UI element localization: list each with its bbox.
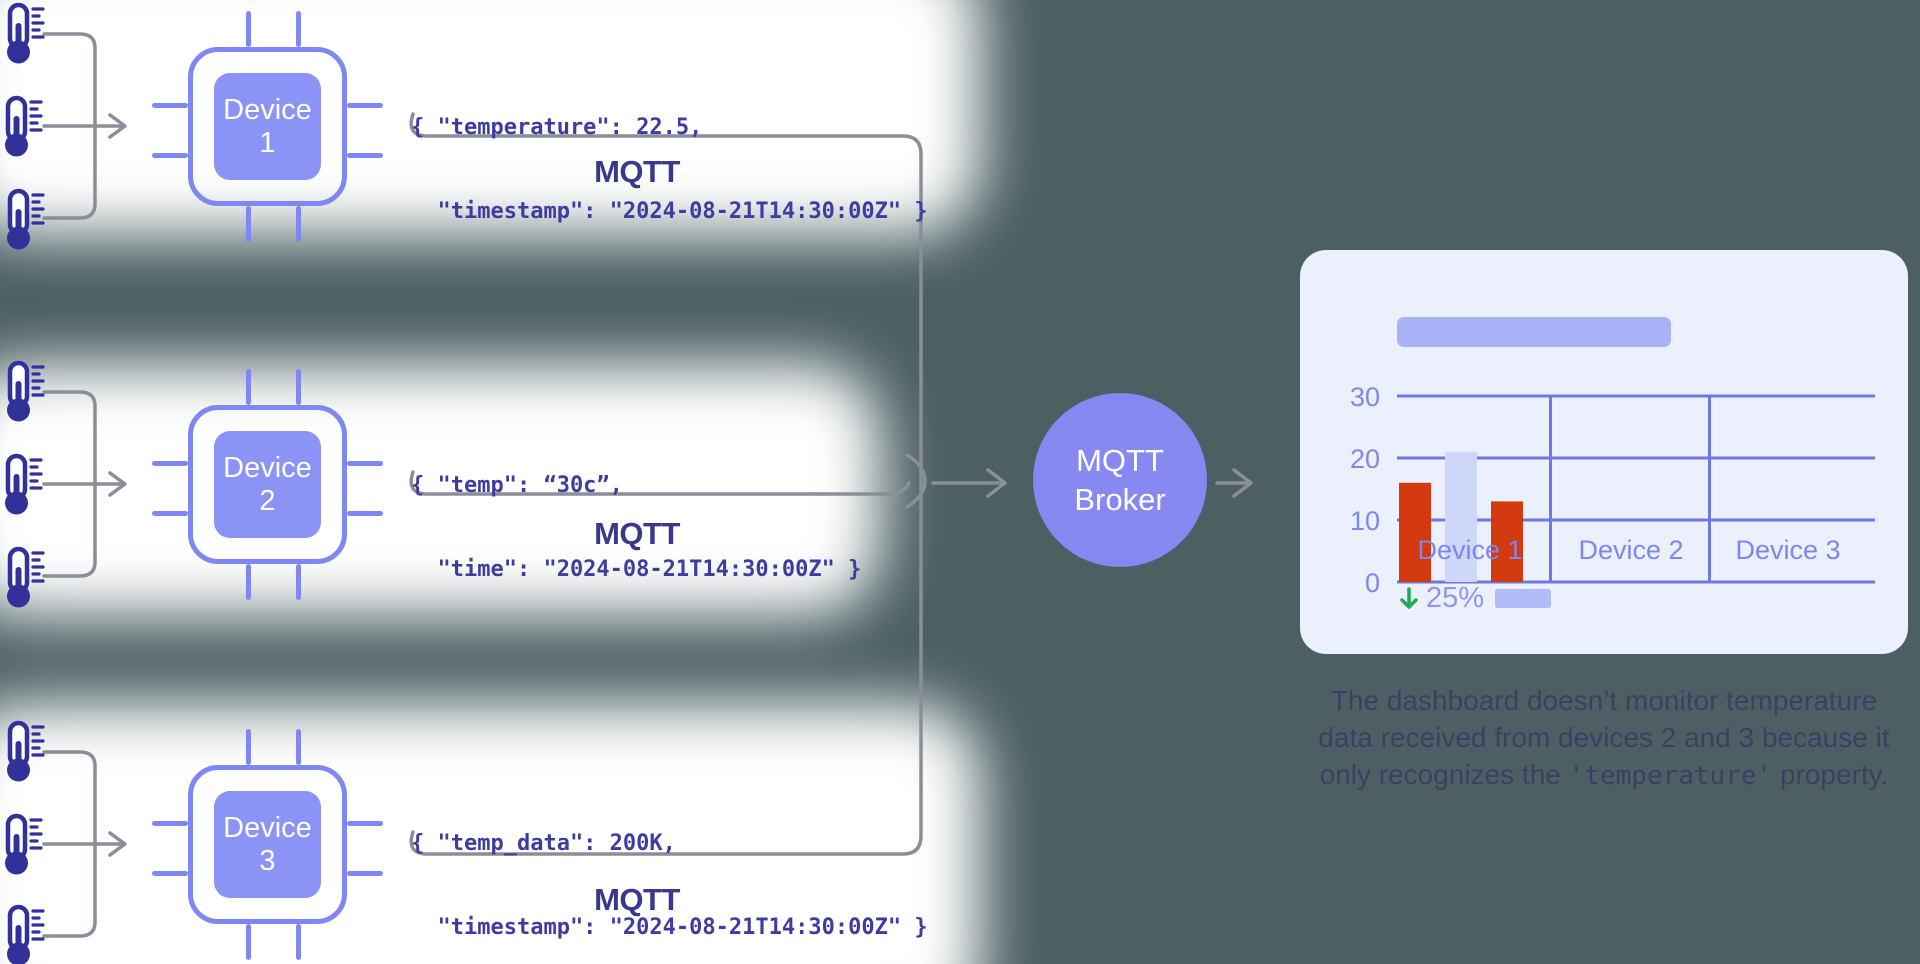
chip-pin (152, 871, 188, 876)
broker-label-line2: Broker (1074, 482, 1166, 517)
chip-pin (246, 729, 251, 765)
chip-pin (246, 206, 251, 242)
chip-pin (152, 821, 188, 826)
json-payload-device-3: { "temp_data": 200K, "timestamp": "2024-… (411, 774, 928, 964)
chip-label-line2: 3 (259, 844, 276, 877)
device-chip-label: Device 2 (214, 431, 321, 538)
caption-line: The dashboard doesn’t monitor temperatur… (1330, 685, 1878, 716)
device-chip-label: Device 3 (214, 791, 321, 898)
json-line: "timestamp": "2024-08-21T14:30:00Z" } (411, 915, 928, 940)
chip-pin (246, 924, 251, 960)
chip-pin (246, 564, 251, 600)
json-line: "timestamp": "2024-08-21T14:30:00Z" } (411, 199, 928, 224)
json-line: { "temperature": 22.5, (411, 115, 703, 140)
y-tick-label: 30 (1350, 382, 1380, 412)
chip-pin (152, 461, 188, 466)
chip-pin (152, 103, 188, 108)
chip-pin (296, 924, 301, 960)
chip-label-line1: Device (223, 451, 312, 484)
chip-pin (152, 511, 188, 516)
category-label: Device 3 (1735, 535, 1840, 565)
chip-pin (296, 369, 301, 405)
right-arrow-icon (986, 468, 1007, 498)
caption-line3-after: property. (1772, 759, 1889, 790)
chip-pin (347, 461, 383, 466)
chip-label-line1: Device (223, 93, 312, 126)
mqtt-broker-node: MQTT Broker (1033, 393, 1207, 567)
legend-change-value: 25% (1426, 582, 1485, 614)
arrow-to-dashboard (1215, 468, 1253, 498)
bar (1445, 451, 1477, 582)
protocol-label-mqtt-2: MQTT (594, 516, 680, 551)
chip-pin (347, 103, 383, 108)
chip-pin (347, 871, 383, 876)
down-arrow-icon (1400, 586, 1418, 609)
chip-pin (296, 206, 301, 242)
y-tick-label: 0 (1365, 568, 1380, 598)
chart-legend: 25% (1399, 582, 1552, 615)
chip-label-line2: 1 (259, 126, 276, 159)
bar (1491, 501, 1523, 582)
device-chip-1: Device 1 (152, 11, 383, 242)
device-chip-2: Device 2 (152, 369, 383, 600)
protocol-label-mqtt-3: MQTT (594, 882, 680, 917)
protocol-label-mqtt-1: MQTT (594, 154, 680, 189)
chip-pin (347, 511, 383, 516)
chip-pin (246, 11, 251, 47)
right-arrow-icon (1232, 468, 1253, 498)
category-label: Device 2 (1578, 535, 1683, 565)
category-label: Device 1 (1417, 535, 1522, 565)
caption-line3-before: only recognizes the (1319, 759, 1569, 790)
legend-swatch (1495, 589, 1552, 608)
y-tick-label: 10 (1350, 506, 1380, 536)
chip-pin (296, 564, 301, 600)
arrow-to-broker (931, 468, 1007, 498)
chip-pin (246, 369, 251, 405)
chip-pin (347, 821, 383, 826)
caption-line3-code: 'temperature' (1568, 761, 1773, 791)
json-line: "time": "2024-08-21T14:30:00Z" } (411, 557, 862, 582)
json-line: { "temp_data": 200K, (411, 831, 676, 856)
chip-pin (347, 153, 383, 158)
broker-label-line1: MQTT (1076, 443, 1164, 478)
chip-pin (296, 729, 301, 765)
chip-label-line1: Device (223, 811, 312, 844)
y-tick-label: 20 (1350, 444, 1380, 474)
device-chip-label: Device 1 (214, 73, 321, 180)
device-chip-3: Device 3 (152, 729, 383, 960)
json-line: { "temp": “30c”, (411, 473, 623, 498)
title-bar-placeholder (1397, 317, 1671, 347)
caption-text: The dashboard doesn’t monitor temperatur… (1294, 682, 1914, 795)
bar (1399, 482, 1431, 582)
caption-line: data received from devices 2 and 3 becau… (1318, 722, 1890, 753)
caption-line: only recognizes the 'temperature' proper… (1294, 756, 1914, 795)
chip-pin (152, 153, 188, 158)
chip-label-line2: 2 (259, 484, 276, 517)
chip-pin (296, 11, 301, 47)
merge-brace (905, 453, 927, 509)
